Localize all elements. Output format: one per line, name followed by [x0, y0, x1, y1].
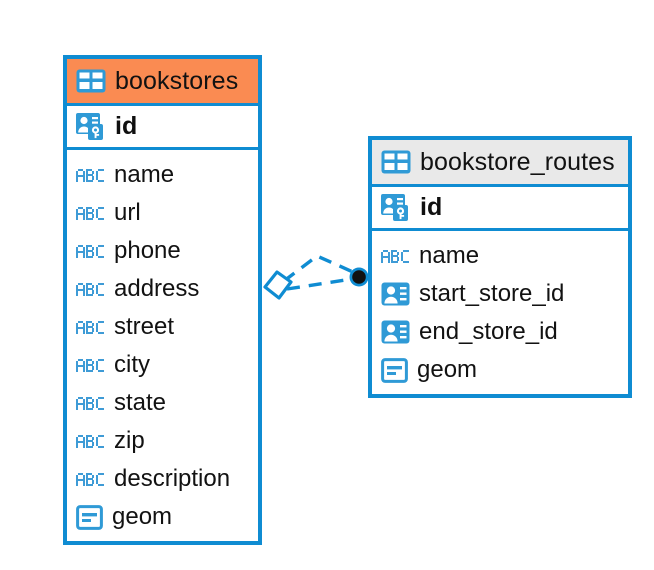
field-label: id	[115, 112, 138, 140]
field-row-geom[interactable]: geom	[372, 351, 628, 389]
field-row-zip[interactable]: zip	[67, 422, 258, 460]
field-list-bookstores: name u	[67, 150, 258, 544]
table-icon	[381, 150, 411, 174]
field-row-start-store-id[interactable]: start_store_id	[372, 275, 628, 313]
entity-table-bookstores[interactable]: bookstores id	[63, 55, 262, 545]
field-row-phone[interactable]: phone	[67, 232, 258, 270]
field-label: city	[114, 351, 150, 378]
text-type-icon	[76, 243, 105, 260]
field-row-primary-key[interactable]: id	[67, 103, 258, 150]
entity-header-bookstores[interactable]: bookstores	[67, 59, 258, 103]
relationship-line-upper	[282, 254, 354, 283]
field-row-street[interactable]: street	[67, 308, 258, 346]
entity-table-bookstore-routes[interactable]: bookstore_routes id	[368, 136, 632, 398]
field-row-name[interactable]: name	[67, 156, 258, 194]
text-type-icon	[76, 471, 105, 488]
text-type-icon	[76, 395, 105, 412]
field-row-city[interactable]: city	[67, 346, 258, 384]
field-label: name	[419, 242, 480, 269]
field-label: state	[114, 389, 167, 416]
field-row-end-store-id[interactable]: end_store_id	[372, 313, 628, 351]
primary-key-icon	[76, 112, 107, 141]
field-row-primary-key[interactable]: id	[372, 184, 628, 231]
field-label: description	[114, 465, 231, 492]
field-row-state[interactable]: state	[67, 384, 258, 422]
field-label: street	[114, 313, 175, 340]
field-label: geom	[112, 503, 173, 530]
text-type-icon	[76, 319, 105, 336]
field-label: start_store_id	[419, 280, 565, 307]
geometry-type-icon	[381, 357, 408, 383]
field-row-geom[interactable]: geom	[67, 498, 258, 536]
text-type-icon	[76, 357, 105, 374]
field-label: url	[114, 199, 141, 226]
foreign-key-icon	[381, 282, 410, 306]
field-label: id	[420, 193, 443, 221]
text-type-icon	[76, 167, 105, 184]
geometry-type-icon	[76, 504, 103, 530]
field-row-address[interactable]: address	[67, 270, 258, 308]
diamond-marker	[263, 270, 293, 300]
relationship-line-lower	[286, 277, 353, 291]
entity-title: bookstores	[115, 66, 239, 95]
text-type-icon	[76, 281, 105, 298]
field-list-bookstore-routes: name start_store_id	[372, 231, 628, 397]
table-icon	[76, 69, 106, 93]
field-label: geom	[417, 356, 478, 383]
field-label: end_store_id	[419, 318, 558, 345]
primary-key-icon	[381, 193, 412, 222]
field-row-name[interactable]: name	[372, 237, 628, 275]
text-type-icon	[76, 433, 105, 450]
field-label: address	[114, 275, 200, 302]
circle-marker	[349, 267, 369, 287]
entity-header-bookstore-routes[interactable]: bookstore_routes	[372, 140, 628, 184]
field-label: zip	[114, 427, 145, 454]
text-type-icon	[76, 205, 105, 222]
field-label: name	[114, 161, 175, 188]
field-label: phone	[114, 237, 181, 264]
field-row-url[interactable]: url	[67, 194, 258, 232]
entity-title: bookstore_routes	[420, 147, 615, 176]
foreign-key-icon	[381, 320, 410, 344]
field-row-description[interactable]: description	[67, 460, 258, 498]
text-type-icon	[381, 248, 410, 265]
